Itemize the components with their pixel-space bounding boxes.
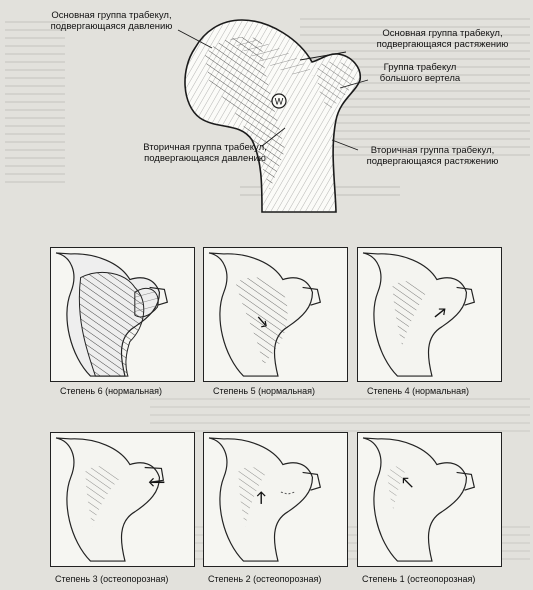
label-greater-trochanter: Группа трабекул большого вертела — [365, 62, 475, 84]
femur-outline — [185, 20, 360, 212]
grade-2-drawing — [204, 433, 347, 566]
grade-3-panel — [50, 432, 195, 567]
label-primary-tensile: Основная группа трабекул, подвергающаяся… — [360, 28, 525, 50]
grade-4-caption: Степень 4 (нормальная) — [367, 386, 469, 396]
label-primary-compressive: Основная группа трабекул, подвергающаяся… — [24, 10, 199, 32]
grade-5-drawing — [204, 248, 347, 381]
grade-4-drawing — [358, 248, 501, 381]
grade-4-panel — [357, 247, 502, 382]
grade-2-caption: Степень 2 (остеопорозная) — [208, 574, 321, 584]
grade-1-panel — [357, 432, 502, 567]
grade-6-caption: Степень 6 (нормальная) — [60, 386, 162, 396]
grade-2-panel — [203, 432, 348, 567]
grade-1-caption: Степень 1 (остеопорозная) — [362, 574, 475, 584]
label-secondary-compressive: Вторичная группа трабекул, подвергающаяс… — [120, 142, 290, 164]
ward-triangle-mark: W — [275, 97, 284, 107]
grade-3-caption: Степень 3 (остеопорозная) — [55, 574, 168, 584]
grade-5-caption: Степень 5 (нормальная) — [213, 386, 315, 396]
grade-6-panel — [50, 247, 195, 382]
label-secondary-tensile: Вторичная группа трабекул, подвергающаяс… — [345, 145, 520, 167]
grade-3-drawing — [51, 433, 194, 566]
grade-5-panel — [203, 247, 348, 382]
grade-6-drawing — [51, 248, 194, 381]
grade-1-drawing — [358, 433, 501, 566]
